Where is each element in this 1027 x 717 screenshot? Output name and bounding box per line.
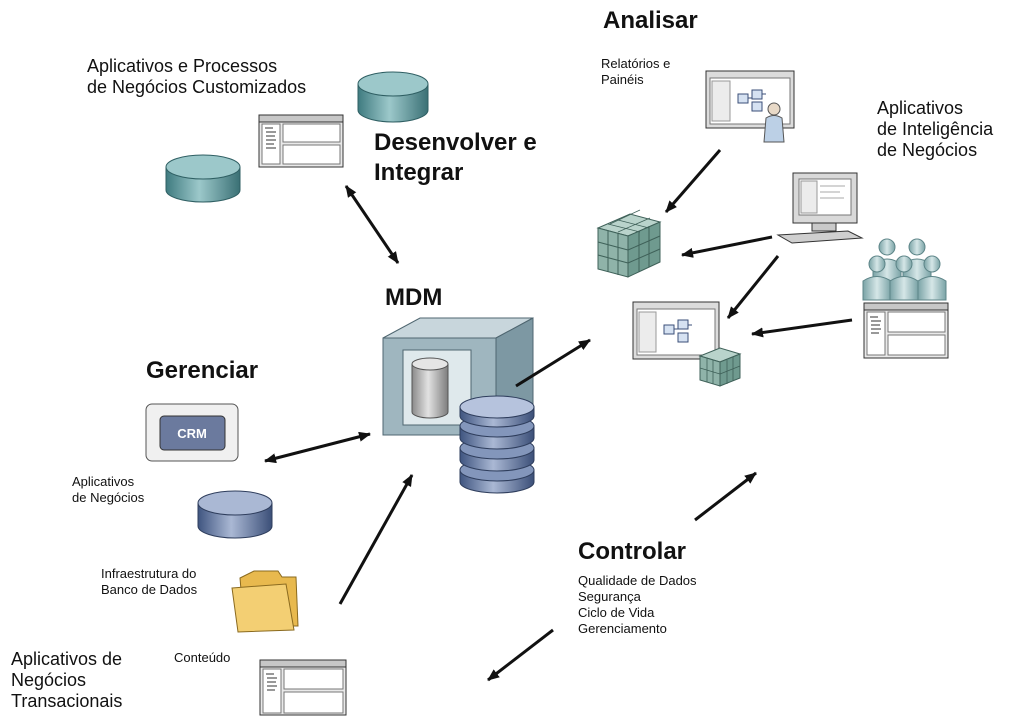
application-window-icon xyxy=(863,302,949,359)
application-window-icon xyxy=(259,659,347,716)
arrow-people-analysis xyxy=(751,318,853,338)
label-gerenciar: Gerenciar xyxy=(146,357,259,384)
arrow-transactional-mdm xyxy=(338,474,414,605)
arrow-mdm-analysis xyxy=(515,338,591,388)
crm-application-icon: CRM xyxy=(145,403,239,462)
label-apps-transacionais: Aplicativos de Negócios Transacionais xyxy=(11,649,123,711)
report-presentation-icon xyxy=(705,70,795,143)
arrow-computer-analysis xyxy=(726,255,780,319)
arrow-manage-mdm xyxy=(264,431,371,464)
arrow-govern-up xyxy=(694,471,757,522)
label-infraestrutura: Infraestrutura do Banco de Dados xyxy=(101,566,198,597)
label-apps-inteligencia: Aplicativos de Inteligência de Negócios xyxy=(877,98,994,160)
label-apps-negocios: Aplicativos de Negócios xyxy=(72,474,145,505)
folder-icon xyxy=(231,570,299,633)
database-cylinder-icon xyxy=(357,71,429,123)
computer-workstation-icon xyxy=(776,172,864,244)
database-stack-icon xyxy=(459,395,535,494)
label-mdm: MDM xyxy=(385,284,443,311)
data-cube-icon xyxy=(596,209,662,278)
label-conteudo: Conteúdo xyxy=(174,650,231,665)
label-analisar: Analisar xyxy=(603,7,698,34)
label-apps-processos: Aplicativos e Processos de Negócios Cust… xyxy=(87,56,307,97)
application-window-icon xyxy=(258,114,344,168)
analysis-window-icon xyxy=(632,301,742,387)
svg-text:CRM: CRM xyxy=(177,426,207,441)
label-controlar-itens: Qualidade de Dados Segurança Ciclo de Vi… xyxy=(578,573,697,636)
user-group-icon xyxy=(862,238,947,301)
arrow-computer-cube xyxy=(681,235,773,258)
arrow-develop-mdm xyxy=(344,185,400,264)
database-cylinder-icon xyxy=(197,490,273,539)
arrow-reports-cube xyxy=(664,149,722,213)
label-desenvolver: Desenvolver e Integrar xyxy=(374,129,537,186)
arrow-govern-down xyxy=(487,628,554,682)
label-relatorios: Relatórios e Painéis xyxy=(601,56,671,87)
label-controlar: Controlar xyxy=(578,538,686,565)
database-cylinder-icon xyxy=(165,154,241,203)
